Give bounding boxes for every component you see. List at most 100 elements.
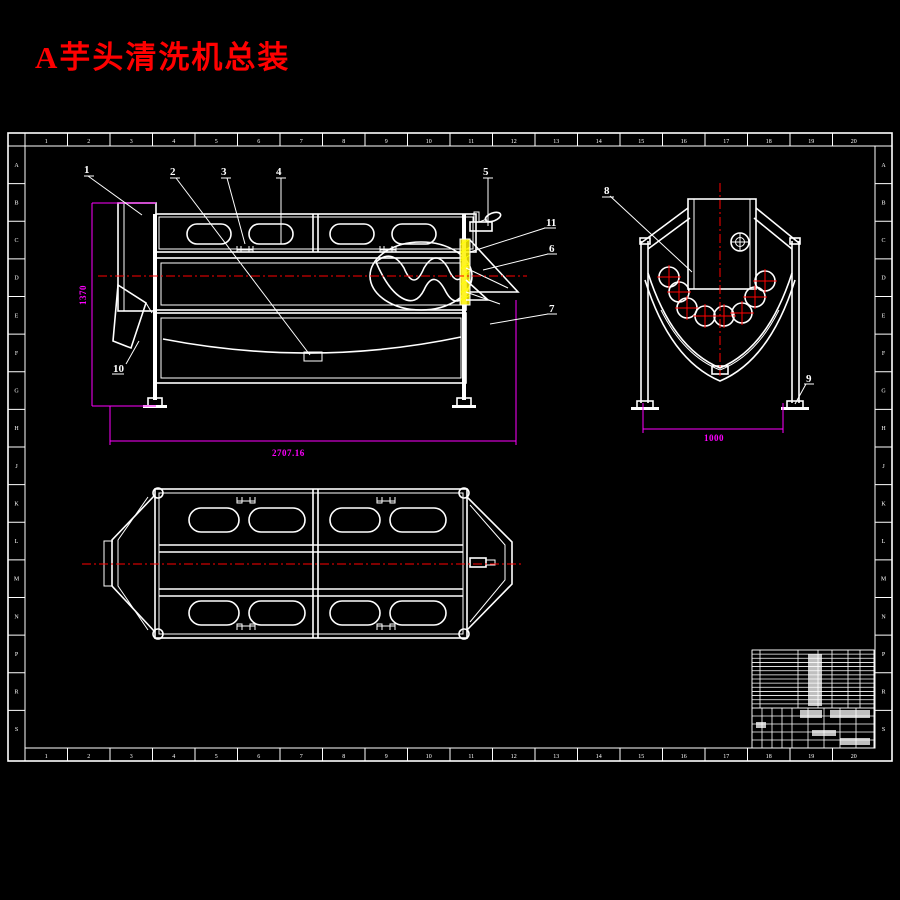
- machine-frame-posts: [153, 214, 466, 400]
- top-plan-view: [82, 487, 524, 640]
- zone-label-left: A: [14, 163, 19, 169]
- zone-label-bottom: 11: [468, 754, 474, 760]
- brush-roller: [657, 265, 681, 289]
- zone-label-bottom: 16: [681, 754, 687, 760]
- top-view-corner-knuckles: [152, 487, 470, 640]
- zone-label-bottom: 7: [300, 754, 303, 760]
- front-view-dimensions: 1370 2707.16: [78, 202, 517, 458]
- zone-label-top: 20: [851, 139, 857, 145]
- side-view-balloons: 8 9: [602, 185, 814, 405]
- zone-label-bottom: 15: [638, 754, 644, 760]
- title-block[interactable]: [751, 649, 875, 749]
- drive-gear-icon: [730, 232, 750, 252]
- zone-label-bottom: 5: [215, 754, 218, 760]
- machine-upper-body: [155, 213, 477, 253]
- brush-roller-group: [657, 265, 777, 328]
- dimension-front-height: 1370: [78, 285, 88, 305]
- zone-label-left: F: [15, 351, 19, 357]
- brush-roller: [675, 296, 699, 320]
- zone-label-right: R: [881, 690, 885, 696]
- side-view-dimensions: 1000: [642, 403, 784, 443]
- zone-label-bottom: 1: [45, 754, 48, 760]
- dimension-side-width: 1000: [704, 433, 724, 443]
- zone-label-left: N: [14, 614, 19, 620]
- front-view-balloons: 1 2 3 4 5 11 6 7 10: [84, 164, 557, 375]
- top-view-ports-upper: [188, 507, 447, 533]
- top-view-clamps: [236, 497, 396, 630]
- zone-label-bottom: 9: [385, 754, 388, 760]
- side-support-legs: [631, 207, 809, 410]
- zone-label-top: 7: [300, 139, 303, 145]
- inlet-chute: [112, 283, 153, 350]
- brush-roller: [743, 285, 767, 309]
- zone-label-bottom: 12: [511, 754, 517, 760]
- zone-label-right: D: [881, 276, 886, 282]
- zone-label-left: M: [14, 577, 20, 583]
- zone-label-top: 13: [553, 139, 559, 145]
- discharge-plate-hatched: [459, 238, 471, 306]
- balloon-3: 3: [221, 166, 227, 178]
- zone-label-left: P: [15, 652, 19, 658]
- balloon-8: 8: [604, 185, 610, 197]
- discharge-chute: [465, 239, 520, 305]
- zone-label-right: G: [881, 389, 886, 395]
- zone-label-top: 3: [130, 139, 133, 145]
- brush-roller: [753, 269, 777, 293]
- balloon-1: 1: [84, 164, 90, 176]
- zone-label-left: S: [15, 727, 18, 733]
- zone-label-right: E: [882, 313, 886, 319]
- zone-label-bottom: 19: [808, 754, 814, 760]
- zone-label-right: P: [882, 652, 886, 658]
- balloon-2: 2: [170, 166, 176, 178]
- drawing-title: A芋头清洗机总装: [35, 40, 291, 75]
- zone-label-top: 6: [257, 139, 260, 145]
- zone-label-left: L: [15, 539, 19, 545]
- zone-label-left: K: [14, 501, 19, 507]
- zone-label-left: C: [14, 238, 18, 244]
- zone-label-bottom: 13: [553, 754, 559, 760]
- title-block-text-fill: [812, 730, 836, 736]
- zone-label-right: A: [881, 163, 886, 169]
- zone-label-bottom: 17: [723, 754, 729, 760]
- zone-label-bottom: 10: [426, 754, 432, 760]
- zone-label-top: 16: [681, 139, 687, 145]
- title-block-text-fill: [830, 710, 870, 718]
- title-block-text-fill: [756, 722, 766, 728]
- zone-label-right: J: [882, 464, 885, 470]
- zone-label-top: 5: [215, 139, 218, 145]
- zone-label-top: 19: [808, 139, 814, 145]
- zone-label-bottom: 18: [766, 754, 772, 760]
- title-block-text-fill: [840, 738, 870, 745]
- zone-label-top: 15: [638, 139, 644, 145]
- machine-lower-tank: [155, 312, 467, 384]
- machine-feet: [143, 397, 476, 408]
- lever-handle-assembly: [469, 211, 502, 232]
- zone-label-right: H: [881, 426, 886, 432]
- zone-label-bottom: 20: [851, 754, 857, 760]
- zone-label-right: K: [881, 501, 886, 507]
- zone-label-top: 9: [385, 139, 388, 145]
- dimension-front-length: 2707.16: [272, 448, 305, 458]
- inlet-hopper: [117, 202, 157, 312]
- zone-label-top: 18: [766, 139, 772, 145]
- zone-label-right: S: [882, 727, 885, 733]
- zone-label-right: C: [881, 238, 885, 244]
- zone-label-left: D: [14, 276, 19, 282]
- zone-label-top: 1: [45, 139, 48, 145]
- balloon-4: 4: [276, 166, 282, 178]
- zone-label-right: B: [881, 200, 885, 206]
- top-view-discharge-taper: [466, 496, 513, 631]
- zone-label-right: N: [881, 614, 886, 620]
- zone-label-right: F: [882, 351, 886, 357]
- zone-label-bottom: 14: [596, 754, 602, 760]
- zone-label-bottom: 6: [257, 754, 260, 760]
- title-block-text-fill: [800, 710, 822, 718]
- zone-label-bottom: 2: [87, 754, 90, 760]
- front-elevation-view: [98, 202, 527, 408]
- zone-label-top: 17: [723, 139, 729, 145]
